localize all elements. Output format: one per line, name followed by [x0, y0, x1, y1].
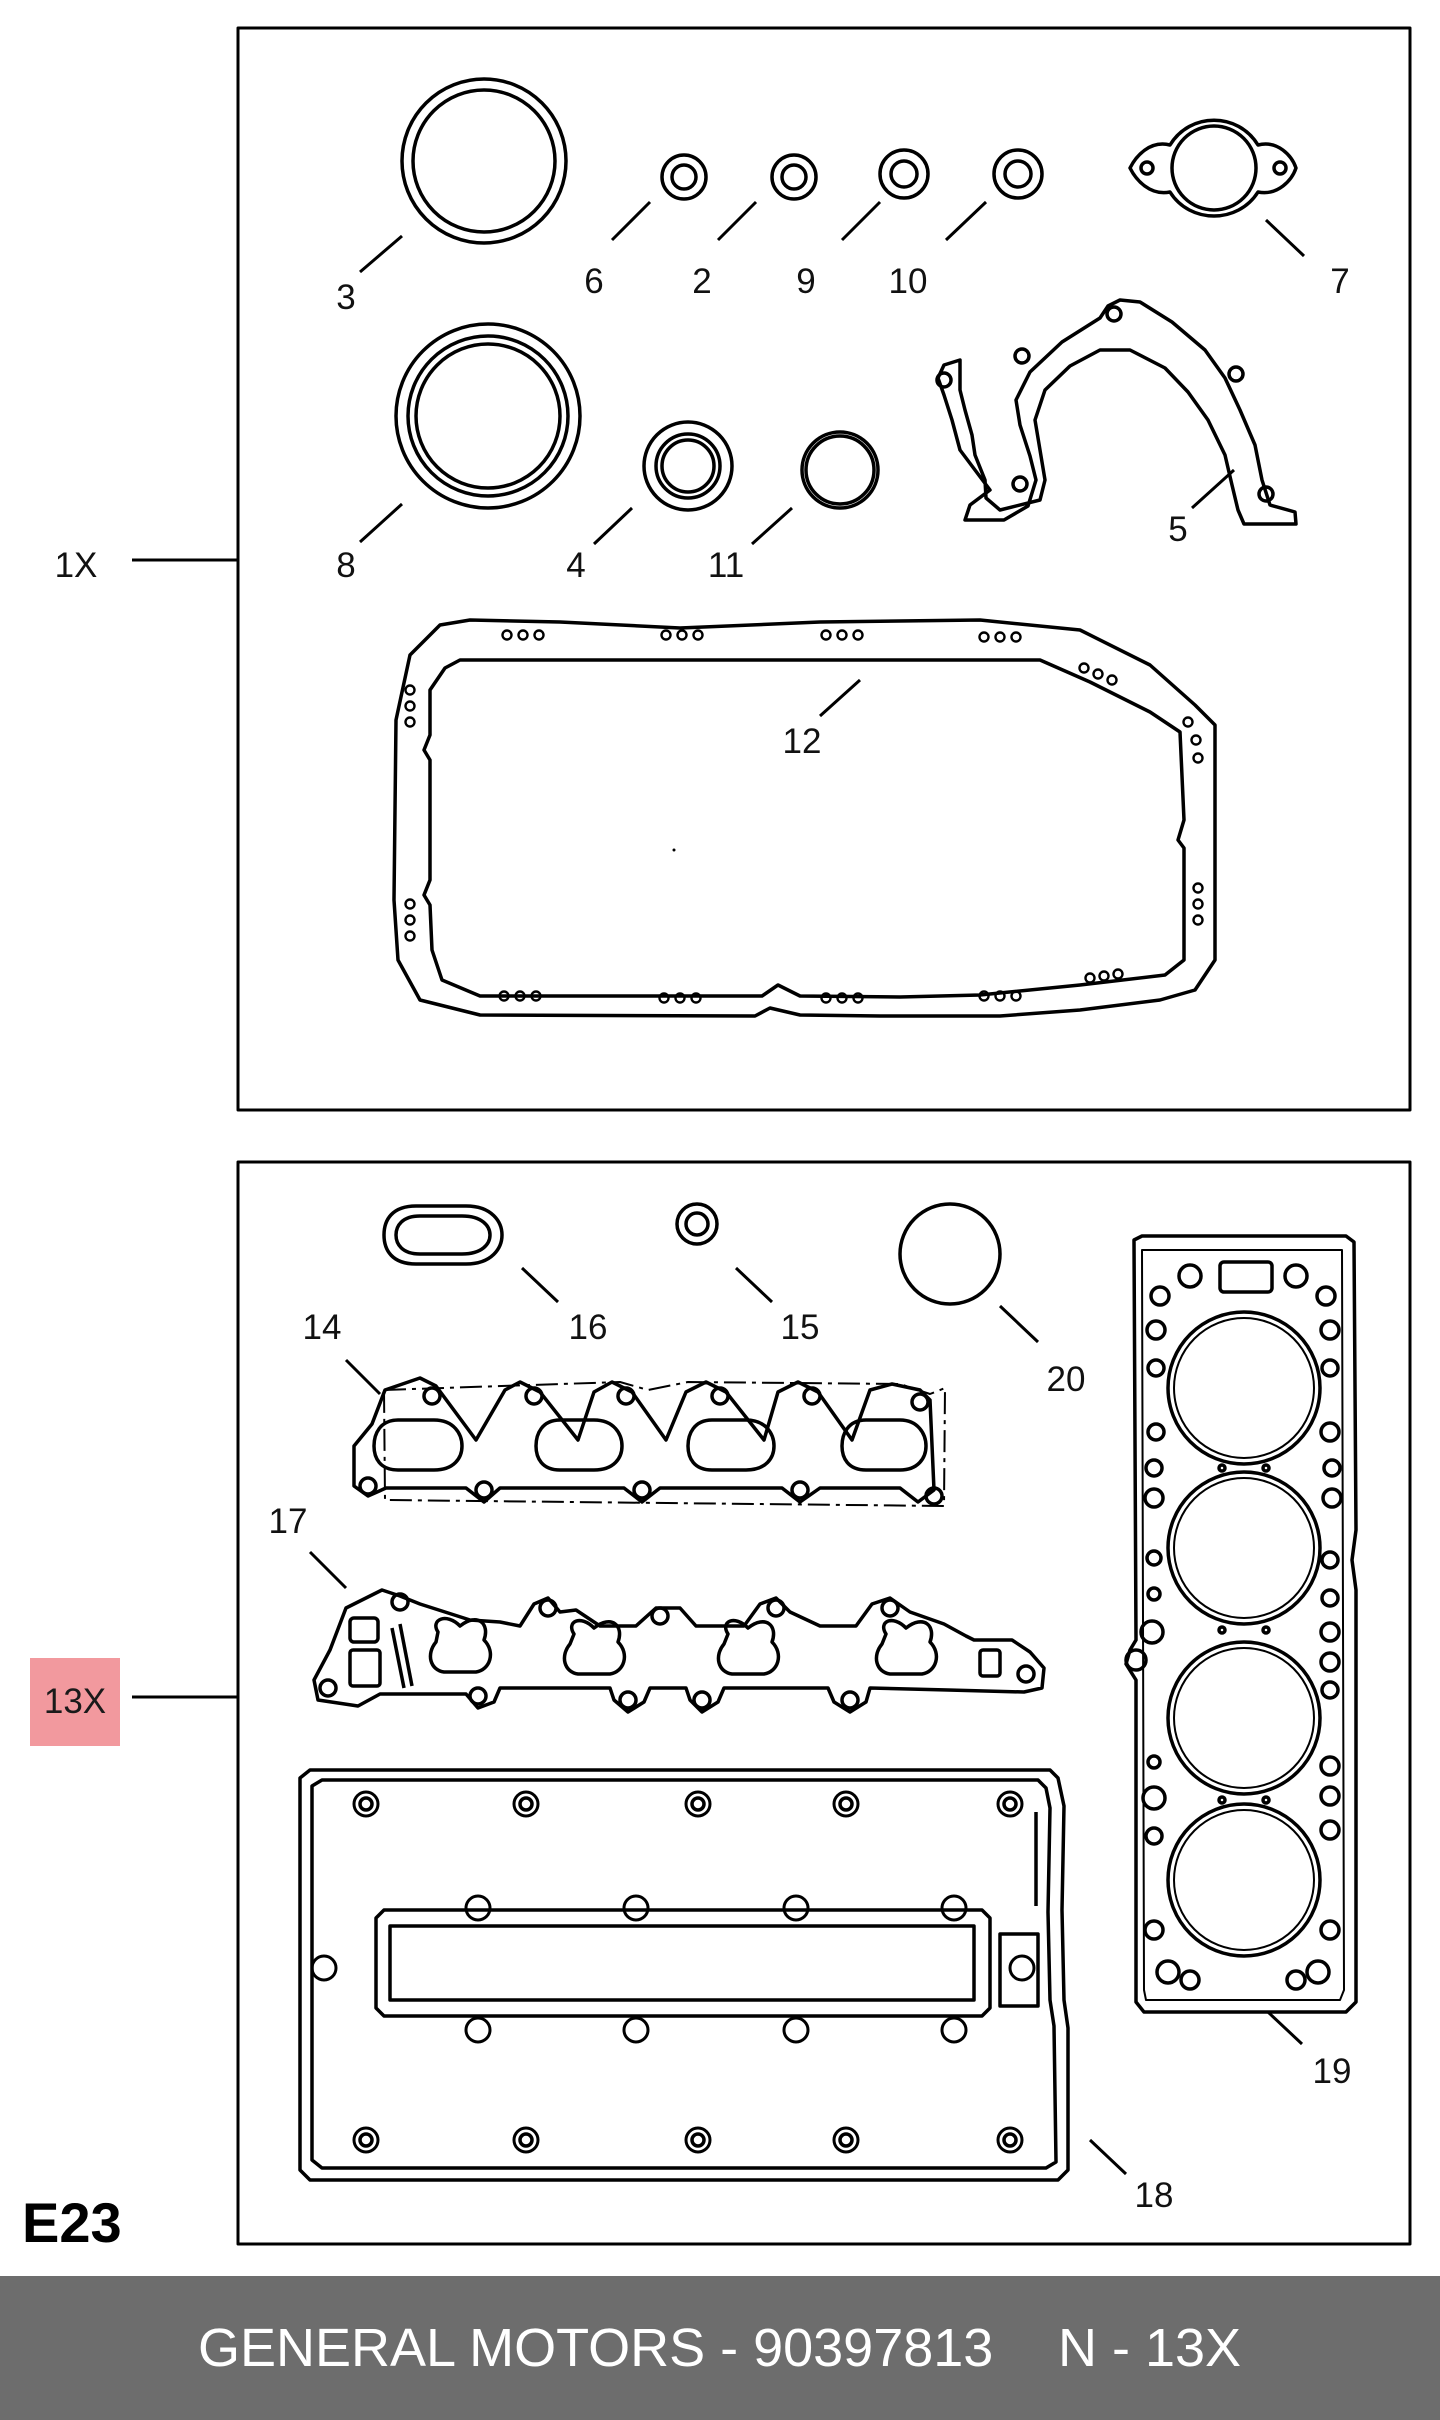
- part-2-seal: [770, 153, 818, 201]
- gasket-kit-diagram: [132, 26, 1412, 2246]
- callout-6: 6: [584, 262, 604, 301]
- part-19-head-gasket: [1124, 1234, 1358, 2014]
- kit-13x-frame: [236, 1160, 1412, 2246]
- part-17-intake-gasket: [312, 1588, 1046, 1714]
- callout-17: 17: [268, 1502, 308, 1541]
- callout-15: 15: [780, 1308, 820, 1347]
- callout-18: 18: [1134, 2176, 1174, 2215]
- part-15-seal: [675, 1202, 719, 1246]
- part-12-oil-pan-gasket: [392, 618, 1217, 1018]
- footer-bar: GENERAL MOTORS - 90397813 N - 13X: [0, 2276, 1440, 2420]
- group-label-13x-highlighted[interactable]: 13X: [30, 1658, 120, 1746]
- part-7-flange-gasket: [1128, 118, 1298, 218]
- pan-gasket-bolt-holes: [404, 629, 1204, 1004]
- callout-2: 2: [692, 262, 712, 301]
- callout-4: 4: [566, 546, 586, 585]
- kit-1x-frame: [236, 26, 1412, 1112]
- part-16-gasket: [382, 1204, 504, 1266]
- part-8-seal: [394, 322, 582, 510]
- callout-3: 3: [336, 278, 356, 317]
- callout-5: 5: [1168, 510, 1188, 549]
- part-6-seal: [660, 153, 708, 201]
- part-9-seal: [878, 148, 930, 200]
- footer-quantity: N - 13X: [1058, 2318, 1242, 2378]
- callout-leaders: [308, 200, 1306, 2176]
- callout-7: 7: [1330, 262, 1350, 301]
- callout-19: 19: [1312, 2052, 1352, 2091]
- part-20-ring: [898, 1202, 1002, 1306]
- group-label-1x[interactable]: 1X: [54, 546, 98, 585]
- part-10-seal: [992, 148, 1044, 200]
- callout-20: 20: [1046, 1360, 1086, 1399]
- callout-10: 10: [888, 262, 928, 301]
- part-11-o-ring: [800, 430, 880, 510]
- part-14-exhaust-gasket: [352, 1376, 946, 1507]
- part-3-seal: [400, 77, 568, 245]
- group-label-13x: 13X: [43, 1682, 107, 1721]
- part-4-seal: [642, 420, 734, 512]
- callout-14: 14: [302, 1308, 342, 1347]
- footer-part-number: GENERAL MOTORS - 90397813: [198, 2318, 994, 2378]
- part-5-cover-gasket: [935, 298, 1298, 526]
- callout-12: 12: [782, 722, 822, 761]
- illustration-code: E23: [22, 2191, 122, 2254]
- callout-11: 11: [707, 546, 745, 585]
- callout-16: 16: [568, 1308, 608, 1347]
- part-18-valve-cover-gasket: [298, 1768, 1070, 2182]
- callout-8: 8: [336, 546, 356, 585]
- callout-9: 9: [796, 262, 816, 301]
